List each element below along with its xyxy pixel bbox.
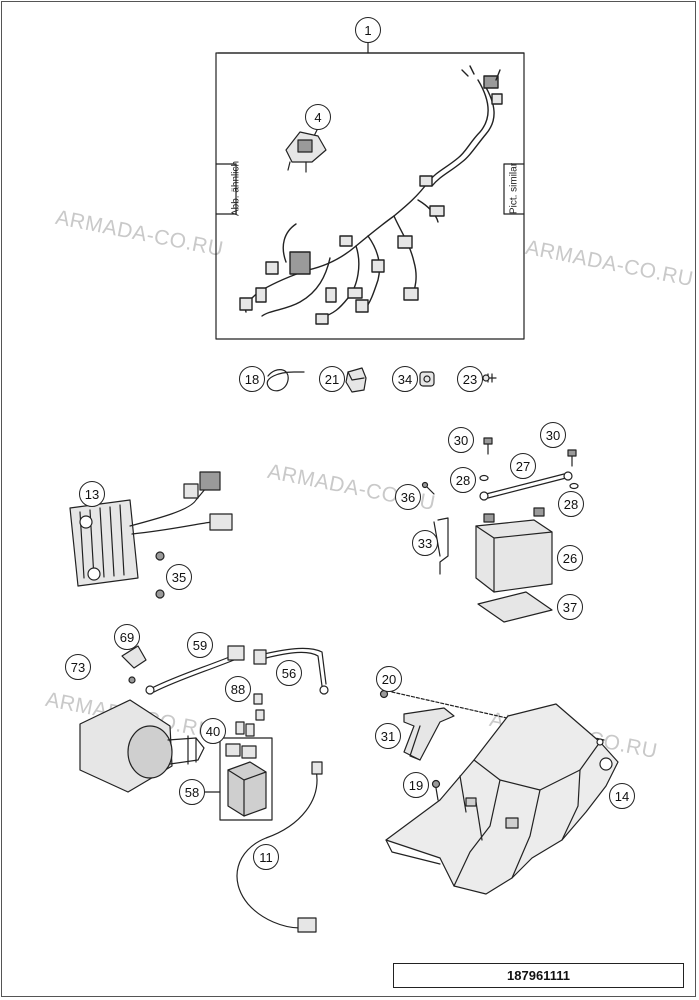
battery-pad-part-37 (477, 591, 553, 623)
starter-motor (79, 699, 205, 793)
callout-21: 21 (319, 366, 345, 392)
harness-connector (429, 205, 445, 217)
ground-cable-part-56 (253, 647, 329, 695)
screw-part-19 (431, 779, 441, 801)
clip-part-34 (419, 371, 435, 387)
protection-cap-part-69 (121, 645, 147, 669)
callout-28: 28 (558, 491, 584, 517)
fuse-part-88 (253, 693, 265, 721)
cable-part-11 (236, 761, 323, 933)
bracket-part-31 (403, 707, 455, 761)
harness-connector (419, 175, 433, 187)
harness-connector (355, 299, 369, 313)
kit-box-starter-relay (219, 737, 273, 821)
callout-73: 73 (65, 654, 91, 680)
cable-tie-part-18 (266, 369, 305, 392)
callout-1: 1 (355, 17, 381, 43)
callout-69: 69 (114, 624, 140, 650)
harness-connector (397, 235, 413, 249)
harness-connector (483, 75, 499, 89)
callout-36: 36 (395, 484, 421, 510)
screw-part-30 (483, 437, 577, 467)
cable-holder-part-21 (345, 367, 367, 393)
callout-23: 23 (457, 366, 483, 392)
harness-connector (265, 261, 279, 275)
callout-19: 19 (403, 772, 429, 798)
screw-part-36 (421, 481, 435, 495)
harness-connector (403, 287, 419, 301)
pict-similar-label-en: Pict. similar (508, 162, 520, 215)
pict-similar-label-de: Abb. ähnlich (230, 160, 242, 217)
harness-connector (325, 287, 337, 303)
callout-56: 56 (276, 660, 302, 686)
screw-part-23 (482, 373, 497, 383)
harness-connector (347, 287, 363, 299)
callout-26: 26 (557, 545, 583, 571)
harness-connector (491, 93, 503, 105)
battery-cable-part-27 (479, 471, 573, 501)
kit-box-main-harness (215, 52, 525, 340)
callout-34: 34 (392, 366, 418, 392)
callout-30: 30 (448, 427, 474, 453)
document-number: 187961111 (393, 963, 684, 988)
callout-18: 18 (239, 366, 265, 392)
harness-connector (255, 287, 267, 303)
callout-11: 11 (253, 844, 279, 870)
callout-30: 30 (540, 422, 566, 448)
callout-33: 33 (412, 530, 438, 556)
callout-88: 88 (225, 676, 251, 702)
callout-13: 13 (79, 481, 105, 507)
harness-connector (239, 297, 253, 311)
battery-part-26 (475, 507, 553, 593)
callout-35: 35 (166, 564, 192, 590)
relay-bracket-part-4 (285, 131, 327, 173)
callout-4: 4 (305, 104, 331, 130)
nut-part-35 (155, 551, 165, 599)
starter-cable-part-59 (145, 645, 245, 695)
callout-40: 40 (200, 718, 226, 744)
callout-31: 31 (375, 723, 401, 749)
callout-27: 27 (510, 453, 536, 479)
harness-connector (371, 259, 385, 273)
callout-14: 14 (609, 783, 635, 809)
air-filter-box-part-14 (385, 703, 619, 895)
nut-part-73 (128, 676, 136, 684)
callout-59: 59 (187, 632, 213, 658)
fuse-part-40 (235, 721, 255, 737)
harness-connector (315, 313, 329, 325)
starter-relay-part-58 (225, 743, 267, 817)
voltage-regulator-part-13 (69, 471, 233, 587)
washer-part-28 (479, 474, 579, 490)
callout-20: 20 (376, 666, 402, 692)
callout-37: 37 (557, 594, 583, 620)
callout-28: 28 (450, 467, 476, 493)
harness-connector (289, 251, 311, 275)
harness-connector (339, 235, 353, 247)
main-wiring-harness (239, 65, 503, 325)
callout-58: 58 (179, 779, 205, 805)
